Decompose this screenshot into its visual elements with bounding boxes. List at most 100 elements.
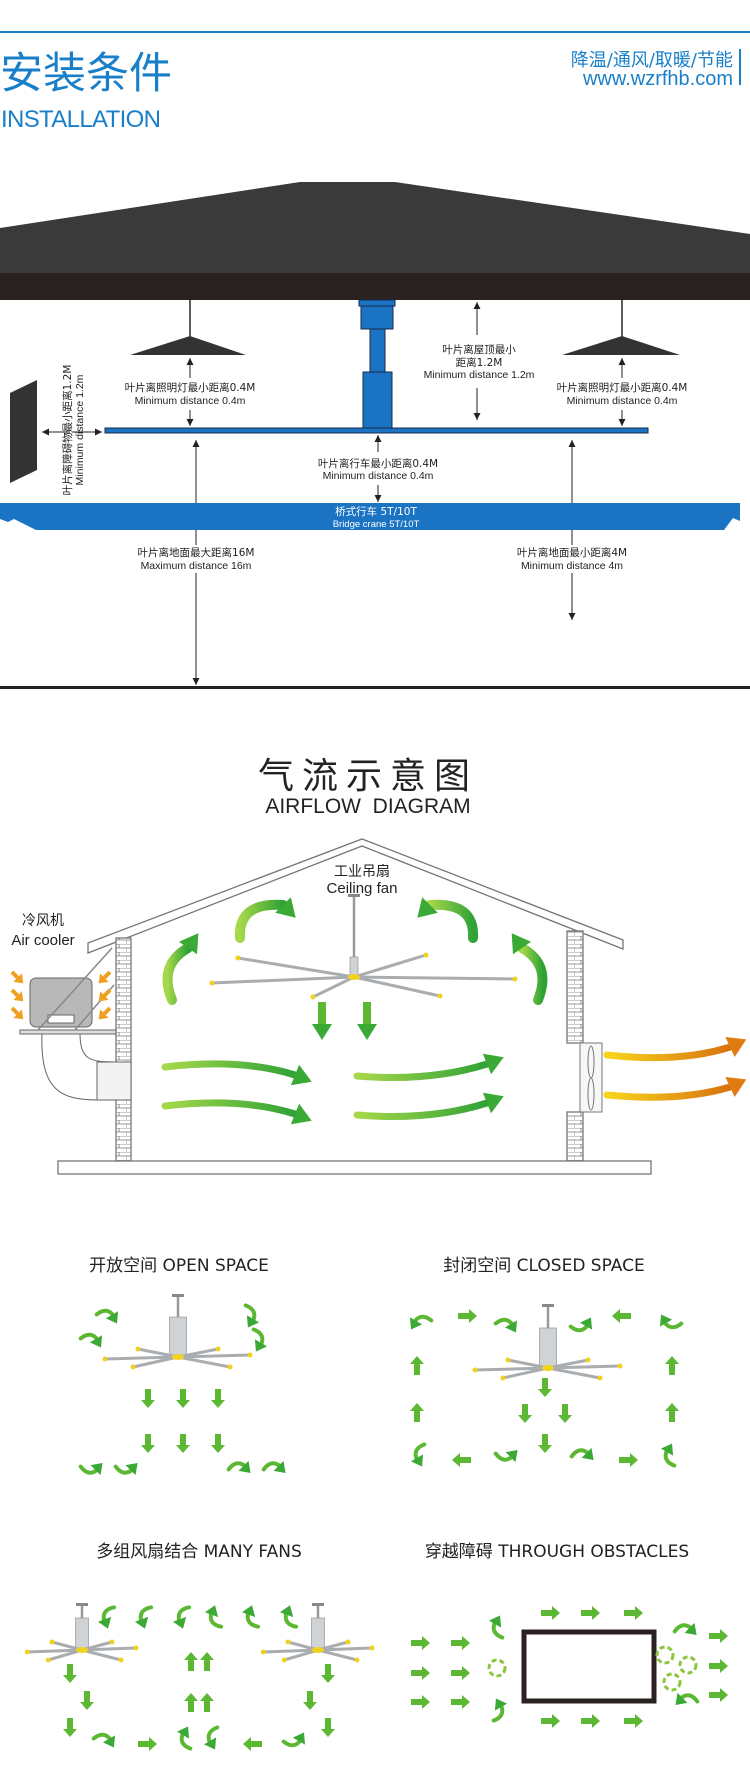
lamp-left-label-cn: 叶片离照明灯最小距离0.4M — [125, 381, 256, 394]
flow-arrow-lower-left-1 — [161, 1060, 312, 1086]
obs-top0-shape — [541, 1606, 560, 1620]
curved-arrow-top-left — [234, 897, 296, 943]
many-down2 — [63, 1718, 77, 1737]
fan-mount — [76, 1603, 88, 1606]
many-top-left2-head — [173, 1616, 187, 1629]
airflow-arrows — [10, 897, 747, 1125]
curved-arrow-left-side-head — [178, 933, 199, 955]
obs-right2 — [709, 1688, 728, 1702]
house — [57, 838, 652, 1175]
obstacle-box — [521, 1629, 657, 1704]
intake-arrow-head — [98, 991, 109, 1002]
obs-left-a0 — [411, 1636, 430, 1650]
many-top-right2 — [280, 1605, 299, 1629]
closed-curve-4 — [659, 1314, 684, 1330]
obs-right2-shape — [709, 1688, 728, 1702]
fan-blade — [353, 953, 427, 979]
exhaust-arrow-1 — [603, 1037, 747, 1062]
obs-curve-1-head — [488, 1615, 502, 1628]
fan-blade — [547, 1364, 621, 1370]
lamp-right-label-cn: 叶片离照明灯最小距离0.4M — [557, 381, 688, 394]
many-bottom-curve-3-head — [203, 1737, 217, 1750]
exhaust-arrow-1-head — [725, 1037, 747, 1057]
obs-left-a1-shape — [411, 1666, 430, 1680]
many-up3-shape — [200, 1693, 214, 1712]
open-curve-5-head — [90, 1463, 103, 1476]
fan-blade — [81, 1648, 122, 1662]
closed-curve-8-head — [660, 1443, 674, 1456]
closed-right-top-shape — [458, 1309, 477, 1323]
curved-arrow-left-side-body — [162, 943, 193, 1005]
many-up3 — [200, 1693, 214, 1712]
fan-motor-assembly — [358, 299, 396, 429]
fan-motor — [75, 1617, 89, 1649]
fan-blade-tip — [505, 1357, 511, 1363]
obs-bottom0-shape — [541, 1714, 560, 1728]
fan-blade-tip — [345, 1639, 351, 1645]
fan-blade-tip — [118, 1657, 124, 1663]
air-cooler — [19, 947, 132, 1101]
open-curve-8-head — [273, 1460, 286, 1473]
fan-blade — [474, 1366, 549, 1372]
fan-hub — [172, 1354, 184, 1360]
many-up1-shape — [200, 1652, 214, 1671]
mode-many-fans-label: 多组风扇结合 MANY FANS — [96, 1542, 302, 1562]
lamp-left — [130, 300, 246, 355]
intake-arrow-shaft — [10, 988, 20, 998]
many-bottom-curve-2 — [176, 1726, 193, 1751]
fan-blade — [317, 1648, 358, 1662]
fan-blade-tip — [45, 1657, 51, 1663]
arrow-down-to-crane-head — [374, 495, 382, 502]
fan-blade-tip — [285, 1639, 291, 1645]
fan-blade — [132, 1355, 179, 1369]
exhaust-arrow-2-head — [725, 1077, 747, 1097]
open-down-a0-shape — [141, 1389, 155, 1408]
fan-blade-tip — [423, 952, 429, 958]
arrow-up-blade-max-head — [192, 440, 200, 447]
intake-arrow-6 — [98, 1006, 112, 1020]
fan-closed-space — [472, 1304, 623, 1381]
closed-curve-1-head — [409, 1317, 423, 1330]
obs-left-b1 — [451, 1666, 470, 1680]
swirl-arrow-1 — [487, 1658, 507, 1678]
closed-down-3 — [558, 1404, 572, 1423]
arrow-down-to-blade-right-head — [618, 419, 626, 426]
website: www.wzrfhb.com — [582, 68, 733, 90]
many-top-right1-head — [242, 1605, 256, 1618]
obs-bottom1-shape — [581, 1714, 600, 1728]
open-curve-2-head — [246, 1315, 260, 1328]
intake-arrow-5 — [98, 988, 112, 1002]
mode-through-obstacles-label: 穿越障碍 THROUGH OBSTACLES — [425, 1542, 689, 1562]
closed-down-2-shape — [518, 1404, 532, 1423]
many-down3-shape — [321, 1664, 335, 1683]
closed-up-right1 — [665, 1403, 679, 1422]
obs-curve-2 — [491, 1698, 508, 1723]
fan-hub — [312, 1647, 324, 1653]
many-top-left0-head — [98, 1616, 112, 1629]
obs-curve-2-head — [494, 1698, 508, 1711]
lamp-right-label-en: Minimum distance 0.4m — [567, 395, 678, 407]
flow-arrow-lower-right-2-head — [482, 1092, 504, 1114]
arrow-up-blade-min-head — [568, 440, 576, 447]
fan-blade-tip — [512, 976, 518, 982]
many-top-left1 — [135, 1605, 154, 1629]
fan-blade — [47, 1648, 83, 1662]
many-bottom-curve-4 — [281, 1732, 306, 1748]
closed-right-bottom — [619, 1453, 638, 1467]
open-curve-2 — [243, 1303, 260, 1328]
many-bottom-right-shape — [138, 1737, 157, 1751]
roof — [0, 182, 750, 273]
fan-mount — [542, 1304, 554, 1307]
open-curve-7 — [226, 1460, 251, 1473]
fan-blade — [283, 1648, 319, 1662]
lamp-right — [562, 300, 680, 355]
fan-blade — [353, 975, 516, 981]
fan-hub — [542, 1365, 554, 1371]
many-bottom-curve-1-head — [102, 1735, 116, 1748]
curved-arrow-top-right-body — [425, 899, 479, 943]
closed-up-left0 — [410, 1356, 424, 1375]
closed-right-bottom-shape — [619, 1453, 638, 1467]
fan-motor — [311, 1617, 325, 1649]
closed-up-left1-shape — [410, 1403, 424, 1422]
